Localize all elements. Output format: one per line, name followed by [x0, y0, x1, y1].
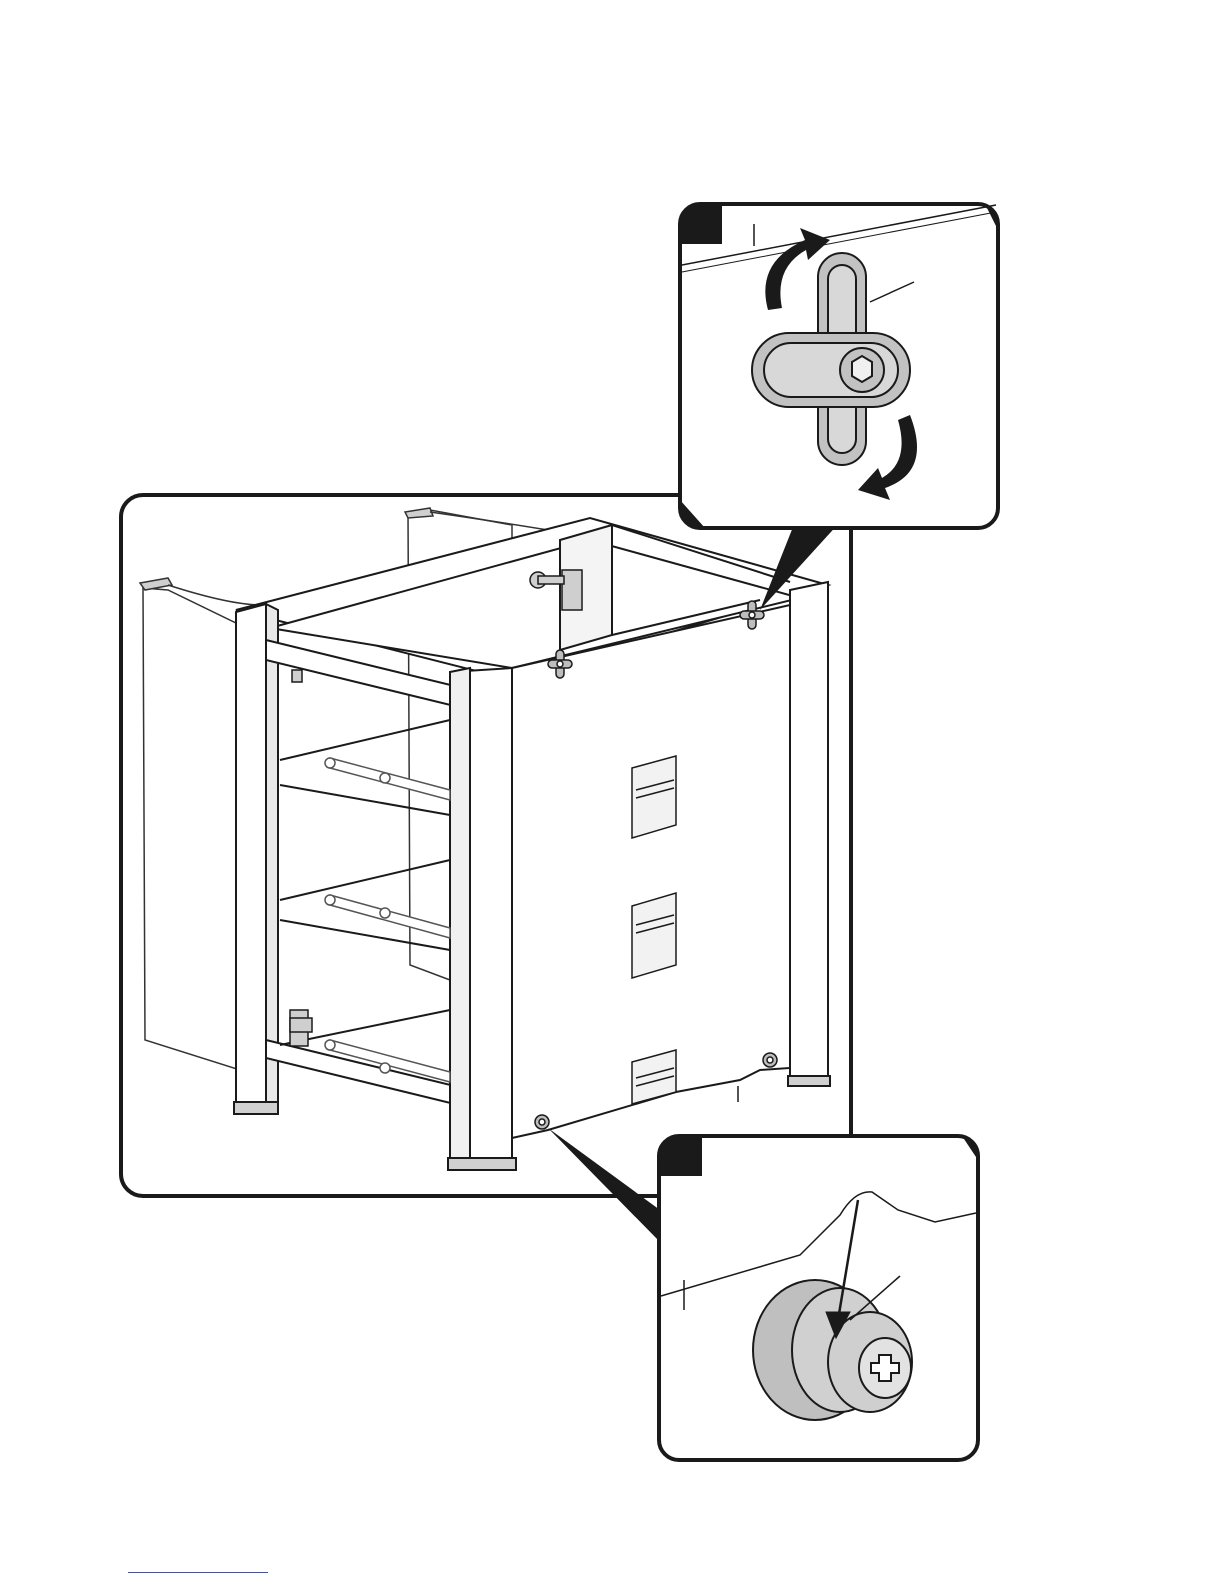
- page-link-underline[interactable]: [128, 1572, 268, 1573]
- top-callout: [680, 204, 998, 610]
- step-badge: [680, 204, 722, 244]
- shelf-rods: [325, 758, 450, 1082]
- step-badge: [659, 1136, 702, 1176]
- bottom-callout: [548, 1128, 978, 1460]
